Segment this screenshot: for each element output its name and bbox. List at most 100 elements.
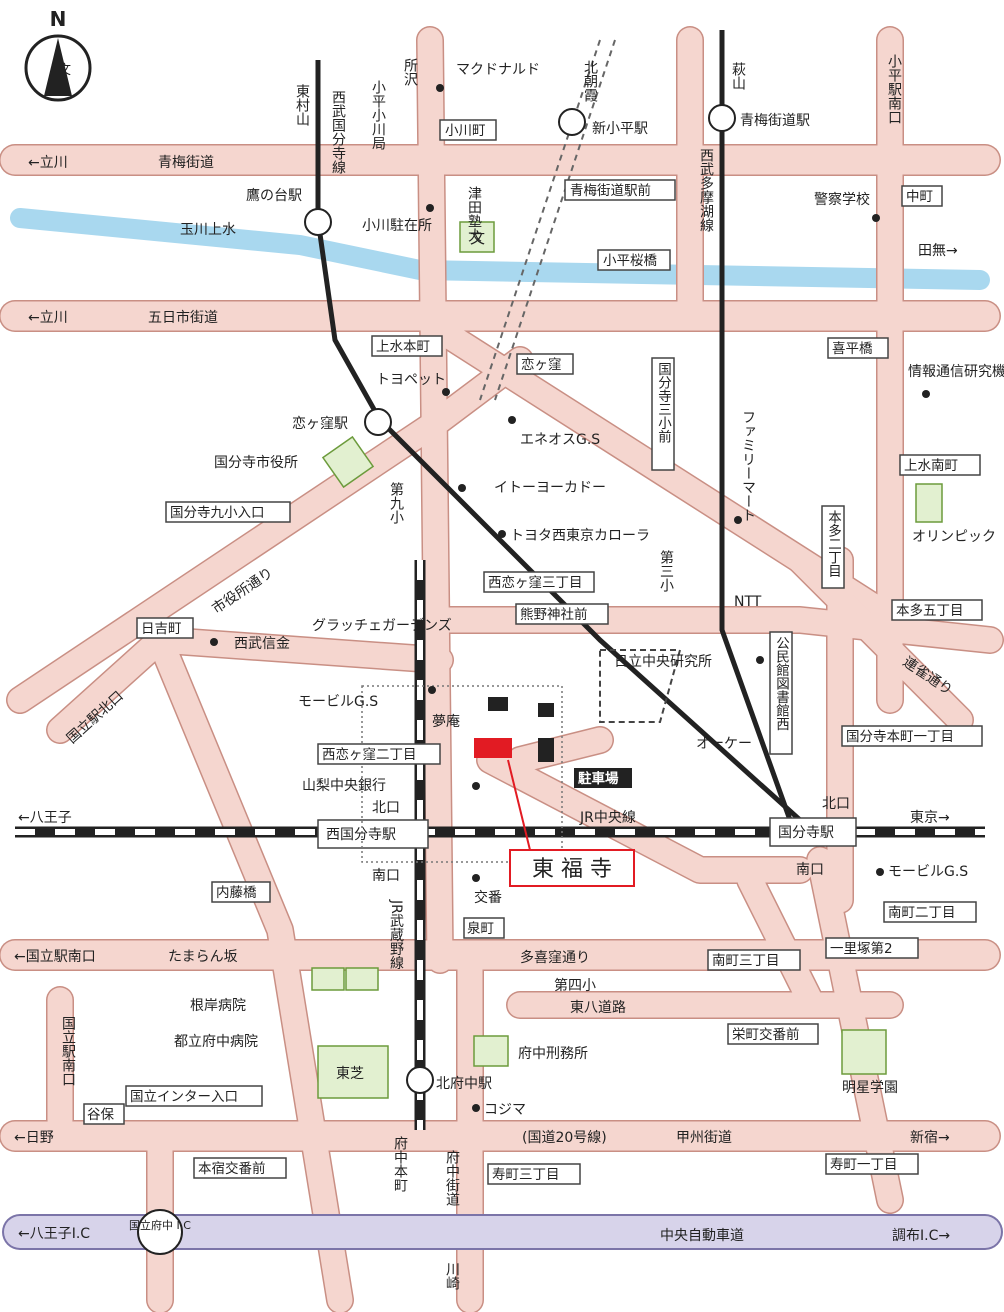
svg-text:←八王子I.C: ←八王子I.C	[18, 1226, 90, 1242]
svg-text:川崎: 川崎	[444, 1262, 460, 1290]
svg-text:根岸病院: 根岸病院	[190, 998, 246, 1014]
svg-text:JR武蔵野線: JR武蔵野線	[388, 899, 404, 970]
vertical-map-labels: 東村山 西武国分寺線 小平小川局 所沢 津田塾大 北朝霞 萩山 西武多摩湖線 小…	[60, 54, 902, 1290]
svg-text:西国分寺駅: 西国分寺駅	[326, 827, 396, 843]
svg-text:中町: 中町	[906, 189, 933, 205]
svg-text:グラッチェガーデンズ: グラッチェガーデンズ	[312, 617, 452, 634]
svg-text:日立中央研究所: 日立中央研究所	[614, 654, 712, 670]
parking-label: 駐車場	[574, 768, 632, 788]
north-label: N	[50, 7, 67, 31]
poi-dots	[210, 84, 930, 1112]
svg-text:東村山: 東村山	[294, 84, 310, 126]
svg-text:モービルG.S: モービルG.S	[298, 694, 378, 710]
svg-text:第九小: 第九小	[388, 481, 404, 525]
svg-text:モービルG.S: モービルG.S	[888, 864, 968, 880]
svg-text:小川町: 小川町	[445, 123, 486, 139]
intersection-labels: 小川町 青梅街道駅前 小平桜橋 中町 喜平橋 上水本町 恋ヶ窪 上水南町 国分寺…	[83, 119, 983, 1185]
svg-text:府中刑務所: 府中刑務所	[518, 1046, 588, 1062]
svg-text:国分寺三小前: 国分寺三小前	[655, 362, 672, 443]
svg-text:文: 文	[470, 229, 485, 247]
svg-text:青梅街道: 青梅街道	[158, 155, 214, 171]
svg-text:エネオスG.S: エネオスG.S	[520, 432, 600, 448]
svg-text:国分寺九小入口: 国分寺九小入口	[170, 505, 265, 521]
svg-text:山梨中央銀行: 山梨中央銀行	[302, 778, 386, 794]
svg-text:熊野神社前: 熊野神社前	[520, 606, 588, 623]
svg-text:国分寺市役所: 国分寺市役所	[214, 454, 298, 471]
tamagawa-josui-river	[10, 208, 990, 290]
svg-text:本多二丁目: 本多二丁目	[825, 510, 842, 578]
tofukuji-marker	[474, 738, 512, 758]
tofukuji-label: 東 福 寺	[507, 759, 635, 887]
svg-text:国立インター入口: 国立インター入口	[130, 1089, 238, 1105]
svg-text:東京→: 東京→	[910, 810, 950, 826]
svg-text:南口: 南口	[372, 868, 400, 884]
svg-text:小川駐在所: 小川駐在所	[362, 218, 432, 234]
svg-text:JR中央線: JR中央線	[579, 810, 636, 826]
svg-text:栄町交番前: 栄町交番前	[732, 1026, 800, 1043]
svg-text:夢庵: 夢庵	[432, 713, 460, 730]
svg-text:トヨタ西東京カローラ: トヨタ西東京カローラ	[510, 528, 650, 544]
map-labels: ←立川 青梅街道 ←立川 五日市街道 玉川上水 マクドナルド 鷹の台駅 小川駐在…	[14, 62, 1004, 1244]
svg-text:寿町三丁目: 寿町三丁目	[492, 1166, 560, 1183]
svg-text:第三小: 第三小	[658, 549, 674, 593]
svg-text:新宿→: 新宿→	[910, 1129, 950, 1146]
svg-text:本多五丁目: 本多五丁目	[896, 602, 964, 619]
svg-text:都立府中病院: 都立府中病院	[174, 1034, 258, 1050]
svg-text:本宿交番前: 本宿交番前	[198, 1160, 266, 1177]
facilities	[311, 221, 943, 1099]
svg-text:府中街道: 府中街道	[444, 1150, 460, 1207]
svg-text:小平小川局: 小平小川局	[370, 80, 386, 150]
svg-text:←国立駅南口: ←国立駅南口	[14, 949, 96, 965]
svg-text:西武多摩湖線: 西武多摩湖線	[698, 148, 714, 232]
svg-text:恋ヶ窪: 恋ヶ窪	[521, 356, 562, 373]
svg-text:西武国分寺線: 西武国分寺線	[330, 90, 346, 174]
svg-text:北朝霞: 北朝霞	[582, 60, 598, 102]
svg-text:新小平駅: 新小平駅	[592, 121, 648, 137]
svg-text:西武信金: 西武信金	[234, 636, 290, 652]
svg-text:甲州街道: 甲州街道	[676, 1130, 732, 1146]
svg-text:国分寺本町一丁目: 国分寺本町一丁目	[846, 729, 954, 745]
svg-text:内藤橋: 内藤橋	[216, 885, 257, 901]
svg-text:公民館図書館西: 公民館図書館西	[773, 636, 790, 731]
svg-text:南町二丁目: 南町二丁目	[888, 905, 956, 921]
svg-text:コジマ: コジマ	[484, 1102, 526, 1118]
svg-text:小平桜橋: 小平桜橋	[603, 253, 657, 269]
station-markers	[137, 104, 736, 1255]
svg-text:谷保: 谷保	[87, 1107, 114, 1123]
svg-text:←立川: ←立川	[28, 155, 68, 171]
svg-text:寿町一丁目: 寿町一丁目	[830, 1156, 898, 1173]
svg-text:国立駅南口: 国立駅南口	[60, 1016, 76, 1086]
svg-text:北府中駅: 北府中駅	[436, 1076, 492, 1092]
svg-text:ファミリーマート: ファミリーマート	[740, 410, 756, 522]
svg-text:第四小: 第四小	[554, 977, 596, 994]
svg-text:調布I.C→: 調布I.C→	[892, 1228, 950, 1244]
svg-text:国分寺駅: 国分寺駅	[778, 825, 834, 841]
svg-text:東八道路: 東八道路	[570, 1000, 626, 1016]
svg-text:(国道20号線): (国道20号線)	[522, 1130, 607, 1146]
svg-text:マクドナルド: マクドナルド	[456, 62, 540, 78]
svg-text:文: 文	[58, 63, 71, 78]
svg-text:交番: 交番	[474, 889, 502, 906]
svg-text:←立川: ←立川	[28, 310, 68, 326]
svg-text:←日野: ←日野	[14, 1130, 54, 1146]
svg-text:津田塾大: 津田塾大	[466, 186, 482, 242]
svg-text:東芝: 東芝	[336, 1066, 364, 1082]
svg-text:北口: 北口	[372, 800, 400, 816]
seibu-tamako-line	[719, 30, 793, 821]
svg-text:萩山: 萩山	[730, 62, 746, 90]
svg-text:警察学校: 警察学校	[814, 191, 870, 208]
svg-text:府中本町: 府中本町	[392, 1136, 408, 1192]
svg-text:玉川上水: 玉川上水	[180, 222, 236, 238]
svg-text:たまらん坂: たまらん坂	[168, 949, 238, 965]
svg-text:←八王子: ←八王子	[18, 810, 72, 826]
svg-text:多喜窪通り: 多喜窪通り	[520, 949, 590, 966]
svg-text:喜平橋: 喜平橋	[832, 341, 873, 357]
svg-text:所沢: 所沢	[402, 58, 418, 86]
svg-text:トヨペット: トヨペット	[376, 372, 446, 388]
svg-text:東 福 寺: 東 福 寺	[532, 857, 612, 882]
svg-text:一里塚第2: 一里塚第2	[830, 940, 893, 957]
svg-text:北口: 北口	[822, 796, 850, 812]
svg-text:青梅街道駅: 青梅街道駅	[740, 113, 810, 129]
svg-text:イトーヨーカドー: イトーヨーカドー	[494, 480, 606, 496]
